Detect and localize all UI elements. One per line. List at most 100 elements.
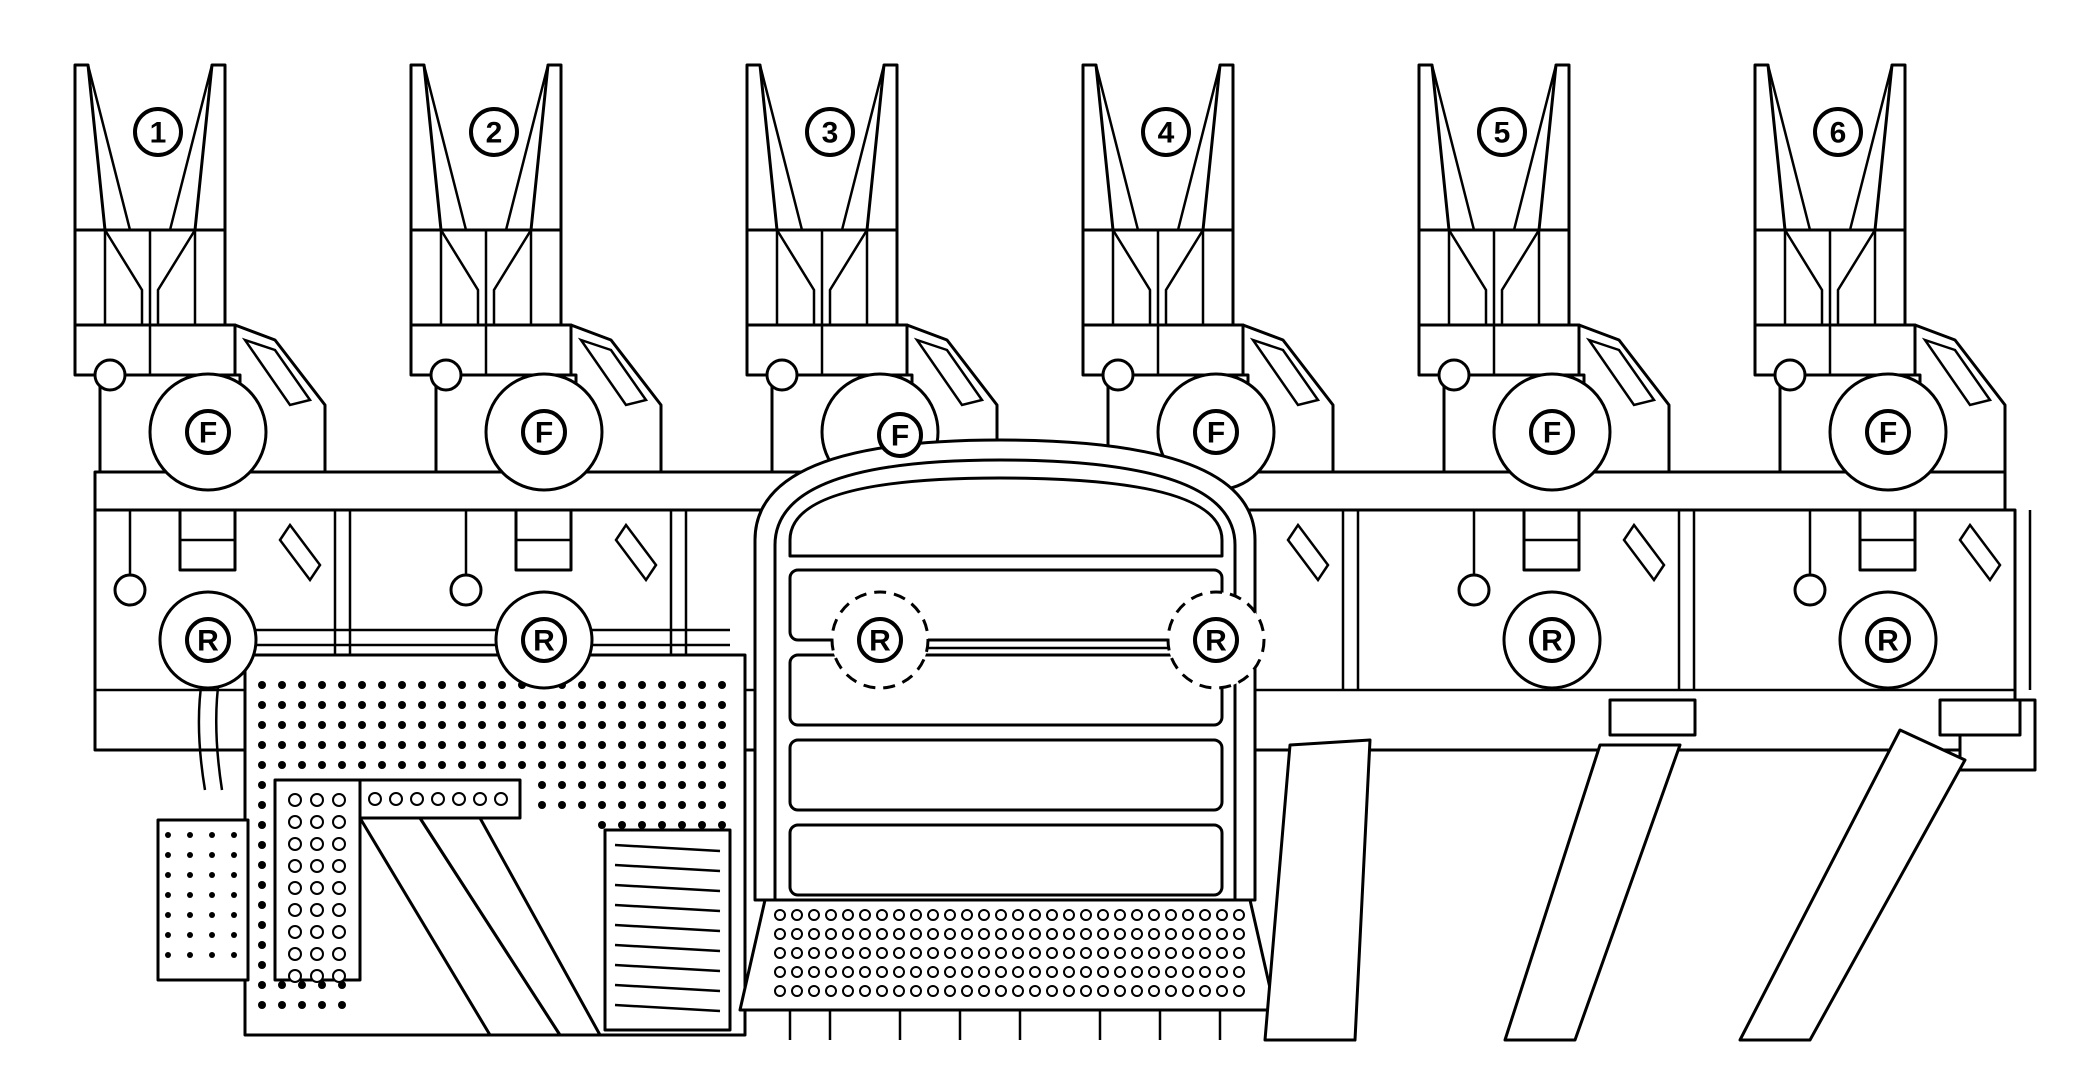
runner-clamp-6 (1938, 698, 2022, 737)
perforation (1131, 928, 1143, 940)
perforation (842, 966, 854, 978)
coil-boot-inner (1766, 64, 1894, 231)
perforation (1114, 909, 1126, 921)
louver (614, 1003, 721, 1013)
perforation (165, 932, 171, 938)
perforation (338, 721, 346, 729)
coil-boot-left (1417, 63, 1451, 232)
perforation (1097, 928, 1109, 940)
perforation (791, 947, 803, 959)
perforation (598, 781, 606, 789)
perforation (378, 721, 386, 729)
perforation (893, 966, 905, 978)
perforation (678, 681, 686, 689)
perforation (1199, 909, 1211, 921)
perforation (808, 928, 820, 940)
perforation (944, 909, 956, 921)
perforation (842, 909, 854, 921)
perforation (927, 985, 939, 997)
perforation (310, 903, 324, 917)
coil-pack-5 (1417, 63, 1696, 690)
perforation (209, 952, 215, 958)
perforation (978, 966, 990, 978)
perforation (1097, 985, 1109, 997)
perforation (698, 721, 706, 729)
perforation (638, 761, 646, 769)
perforation (678, 741, 686, 749)
connector-block-left (273, 778, 362, 982)
rear-mount-bolt (1457, 573, 1491, 607)
perforation (658, 701, 666, 709)
perforation (368, 792, 382, 806)
perforation (310, 925, 324, 939)
rear-label: R (1541, 625, 1563, 658)
coil-boot-right (865, 63, 899, 232)
coil-connector (1081, 323, 1245, 377)
front-label: F (535, 417, 553, 450)
perforation (258, 821, 266, 829)
perforation (1114, 947, 1126, 959)
mount-bolt (1437, 358, 1471, 392)
rear-label: R (533, 625, 555, 658)
perforation (378, 701, 386, 709)
perforation (1046, 947, 1058, 959)
rear-bracket-ridge (1958, 522, 2002, 583)
harness-branch-2 (418, 816, 602, 1037)
rear-bracket-ridge (1622, 522, 1666, 583)
perforation (638, 681, 646, 689)
plenum-top-panel (788, 476, 1224, 558)
perforation (318, 681, 326, 689)
perforation (209, 912, 215, 918)
perforation (893, 909, 905, 921)
perforation (1199, 928, 1211, 940)
perforation (438, 761, 446, 769)
perforation (1148, 928, 1160, 940)
perforation (1148, 985, 1160, 997)
perforation (258, 681, 266, 689)
perforation (1063, 985, 1075, 997)
connector-louvers (614, 843, 721, 1013)
perforation (165, 852, 171, 858)
coil-body-taper (1783, 229, 1877, 325)
intake-runners (1263, 698, 2022, 1042)
perforation (995, 985, 1007, 997)
perforation (1131, 966, 1143, 978)
perforation (338, 981, 346, 989)
perforation (718, 761, 726, 769)
perforation (1046, 909, 1058, 921)
rear-callout-2: R (494, 590, 594, 690)
perforation (1012, 928, 1024, 940)
runner-1 (1263, 738, 1372, 1042)
perforation (1216, 909, 1228, 921)
coil-bracket-ridge (1921, 337, 1993, 407)
perforation (187, 932, 193, 938)
perforation (187, 892, 193, 898)
perforation (927, 909, 939, 921)
perforation (658, 801, 666, 809)
coil-number: 5 (1494, 117, 1511, 150)
perforation (718, 741, 726, 749)
perforation (187, 852, 193, 858)
perforation (231, 832, 237, 838)
perforation (774, 928, 786, 940)
rear-label: R (1205, 625, 1227, 658)
perforation (498, 681, 506, 689)
perforation (578, 801, 586, 809)
coil-body-taper (1447, 229, 1541, 325)
coil-boot-left (73, 63, 107, 232)
perforation (231, 852, 237, 858)
perforation (310, 969, 324, 983)
perforation (258, 861, 266, 869)
perforation (961, 947, 973, 959)
perforation (598, 761, 606, 769)
mount-bolt (93, 358, 127, 392)
perforation (258, 921, 266, 929)
perforation (1114, 966, 1126, 978)
perforation (791, 985, 803, 997)
perforation (1131, 985, 1143, 997)
rear-bracket-ridge (614, 522, 658, 583)
perforation (718, 801, 726, 809)
plenum-rib-4 (788, 823, 1224, 897)
perforation (538, 741, 546, 749)
